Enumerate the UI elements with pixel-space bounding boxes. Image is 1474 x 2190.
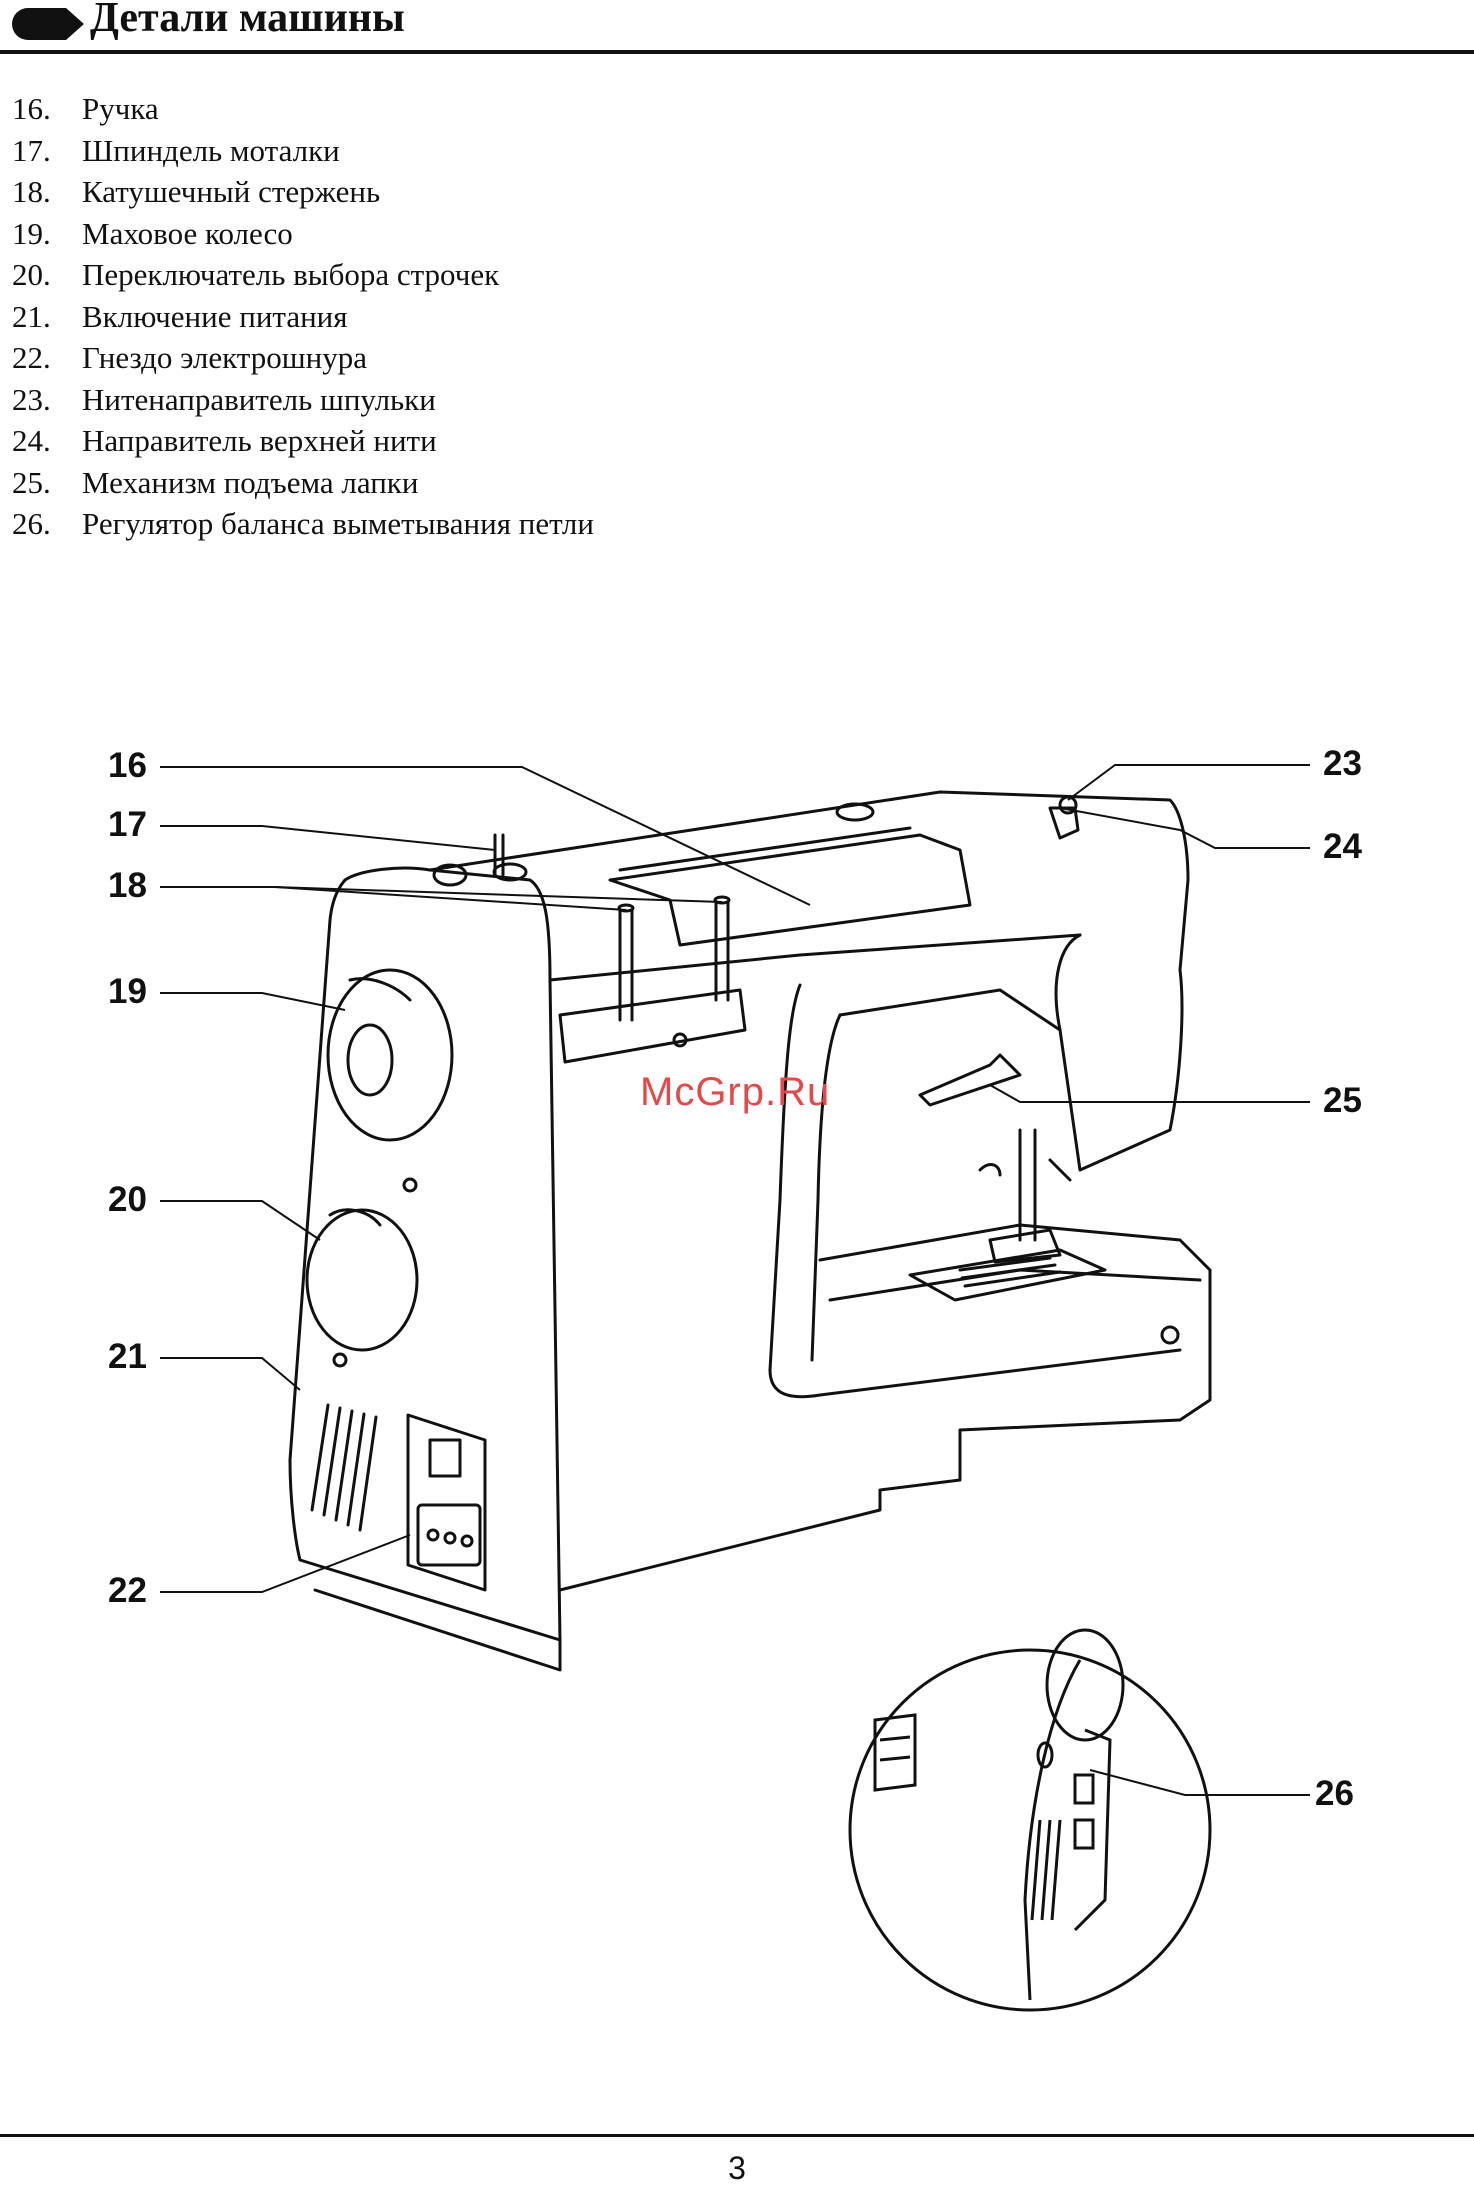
list-item: 17.Шпиндель моталки bbox=[12, 132, 340, 168]
callout-20: 20 bbox=[108, 1180, 147, 1219]
callout-23: 23 bbox=[1323, 744, 1362, 783]
list-item: 23.Нитенаправитель шпульки bbox=[12, 381, 436, 417]
parts-list: 16.Ручка 17.Шпиндель моталки 18.Катушечн… bbox=[12, 88, 594, 545]
list-item: 26.Регулятор баланса выметывания петли bbox=[12, 506, 594, 541]
list-item: 16.Ручка bbox=[12, 91, 159, 126]
list-item: 18.Катушечный стержень bbox=[12, 174, 381, 209]
footer-rule bbox=[0, 2134, 1474, 2137]
list-item: 21.Включение питания bbox=[12, 298, 348, 334]
callout-22: 22 bbox=[108, 1571, 147, 1610]
page-number: 3 bbox=[728, 2150, 746, 2186]
page-header: Детали машины bbox=[0, 0, 1474, 54]
callout-19: 19 bbox=[108, 972, 147, 1011]
list-item: 24.Направитель верхней нити bbox=[12, 423, 437, 458]
list-item: 19.Маховое колесо bbox=[12, 215, 293, 251]
list-item: 22.Гнездо электрошнура bbox=[12, 340, 367, 375]
callout-21: 21 bbox=[108, 1337, 147, 1376]
list-item: 20.Переключатель выбора строчек bbox=[12, 257, 500, 292]
callout-25: 25 bbox=[1323, 1081, 1362, 1120]
callout-17: 17 bbox=[108, 805, 147, 844]
header-rule bbox=[0, 50, 1474, 54]
callout-24: 24 bbox=[1323, 827, 1362, 866]
callout-16: 16 bbox=[108, 746, 147, 785]
watermark: McGrp.Ru bbox=[640, 1070, 831, 1114]
arrow-badge-icon bbox=[12, 8, 84, 40]
callout-26: 26 bbox=[1315, 1774, 1354, 1813]
callout-18: 18 bbox=[108, 866, 147, 905]
page-title: Детали машины bbox=[90, 0, 405, 41]
list-item: 25.Механизм подъема лапки bbox=[12, 464, 419, 500]
sewing-machine-diagram bbox=[160, 764, 1310, 2012]
